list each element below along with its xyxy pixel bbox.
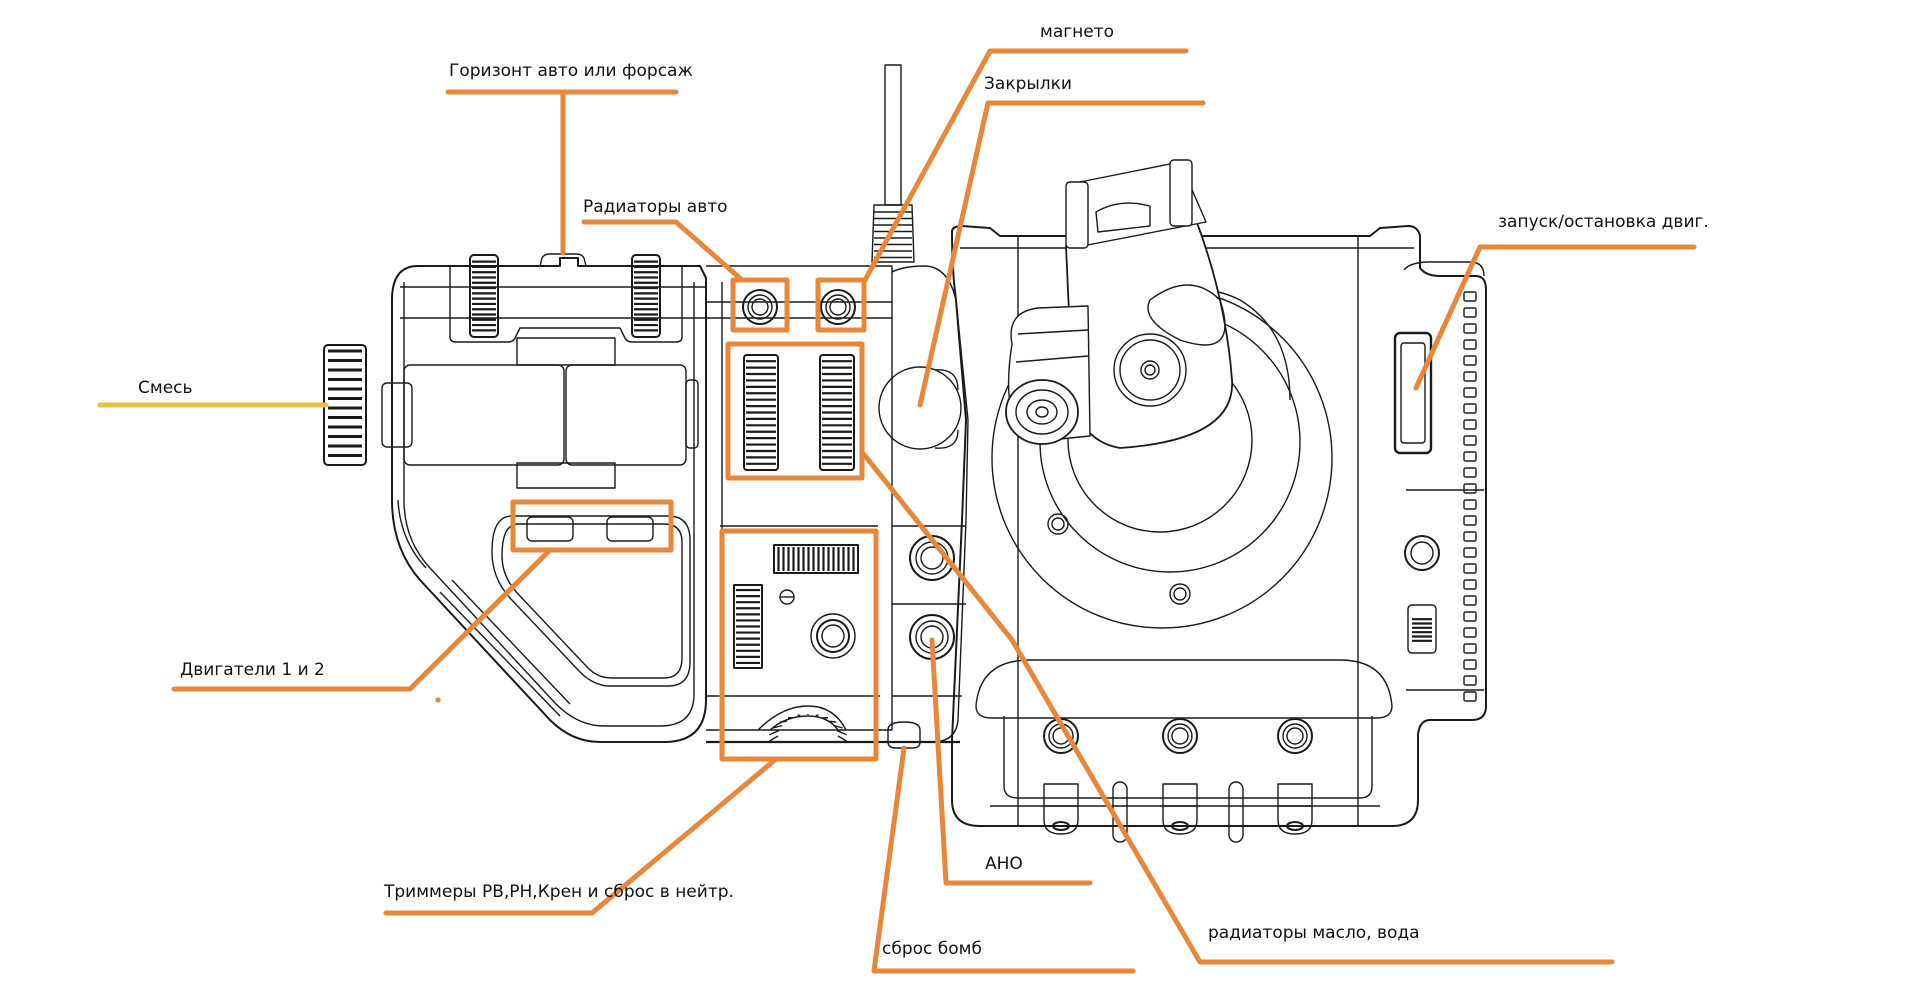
callout-horizon — [448, 92, 676, 253]
vent-slot — [1464, 628, 1476, 637]
throttle-lever-left[interactable] — [404, 365, 564, 465]
vent-slot — [1464, 644, 1476, 653]
vent-slot — [1464, 532, 1476, 541]
vent-slot — [1464, 452, 1476, 461]
vent-slot — [1464, 436, 1476, 445]
callout-radiators-auto — [584, 222, 742, 280]
vent-slot — [1464, 468, 1476, 477]
vent-slot — [1464, 356, 1476, 365]
vent-slot — [1464, 500, 1476, 509]
trim-wheel-elevator[interactable] — [734, 585, 762, 668]
vent-slot — [1464, 676, 1476, 685]
vent-slot — [1464, 404, 1476, 413]
radiator-wheel-oil[interactable] — [744, 355, 778, 470]
callout-dot — [435, 697, 440, 702]
bomb-drop-button[interactable] — [888, 722, 920, 748]
engine-1-switch[interactable] — [527, 517, 573, 541]
label-radiators-auto: Радиаторы авто — [583, 197, 728, 217]
tray-button-right[interactable] — [1278, 719, 1312, 753]
label-bomb-drop: сброс бомб — [882, 939, 982, 959]
vent-slot — [1464, 548, 1476, 557]
side-slide-switch[interactable] — [1408, 605, 1436, 653]
box-engines — [513, 502, 671, 550]
vent-slot — [1464, 564, 1476, 573]
engine-start-switch[interactable] — [1395, 333, 1431, 453]
vent-slot — [1464, 340, 1476, 349]
trim-reset-button[interactable] — [811, 614, 855, 658]
joystick[interactable] — [992, 160, 1332, 628]
label-magneto: магнето — [1040, 22, 1114, 42]
trim-wheel-aileron[interactable] — [758, 706, 848, 742]
callout-engine-start — [1416, 247, 1694, 388]
side-round-button[interactable] — [1405, 536, 1439, 570]
box-magneto — [818, 280, 864, 330]
dial-tooth — [798, 715, 801, 716]
magneto-button[interactable] — [821, 290, 855, 324]
label-mixture: Смесь — [138, 378, 193, 398]
label-flaps: Закрылки — [984, 74, 1072, 94]
vent-slot — [1464, 372, 1476, 381]
radiator-wheel-water[interactable] — [820, 355, 854, 470]
vent-slot — [1464, 420, 1476, 429]
vent-slot — [1464, 596, 1476, 605]
label-trimmers: Триммеры РВ,РН,Крен и сброс в нейтр. — [384, 882, 734, 902]
center-console — [706, 266, 960, 742]
dial-tooth — [780, 721, 787, 722]
vent-slot — [1464, 388, 1476, 397]
vent-slot — [1464, 324, 1476, 333]
vent-slot — [1464, 580, 1476, 589]
callout-lines — [100, 51, 1694, 971]
throttle-lever-right[interactable] — [566, 365, 686, 465]
vent-slot — [1464, 692, 1476, 701]
label-engines: Двигатели 1 и 2 — [180, 660, 325, 680]
tray-button-center[interactable] — [1163, 719, 1197, 753]
horizon-button[interactable] — [540, 254, 586, 266]
vent-slot — [1464, 484, 1476, 493]
trim-wheel-rudder[interactable] — [774, 545, 858, 573]
label-radiators-oil-water: радиаторы масло, вода — [1208, 923, 1420, 943]
label-ano: АНО — [985, 854, 1023, 874]
connector-slot — [1229, 782, 1243, 842]
dial-tooth — [769, 731, 779, 735]
engine-2-switch[interactable] — [607, 517, 653, 541]
vent-slot — [1464, 612, 1476, 621]
vent-slot — [1464, 516, 1476, 525]
vent-slot — [1464, 292, 1476, 301]
mixture-knob[interactable] — [324, 345, 366, 465]
radiators-auto-button[interactable] — [743, 290, 777, 324]
box-radiators-auto — [733, 280, 787, 330]
dial-tooth — [837, 731, 847, 735]
vent-slot — [1464, 308, 1476, 317]
label-horizon: Горизонт авто или форсаж — [449, 61, 693, 81]
label-engine-start: запуск/остановка двиг. — [1498, 212, 1709, 232]
dial-tooth — [816, 715, 819, 716]
top-wheel-left[interactable] — [470, 255, 498, 337]
top-wheel-right[interactable] — [632, 255, 660, 337]
vent-slot — [1464, 660, 1476, 669]
